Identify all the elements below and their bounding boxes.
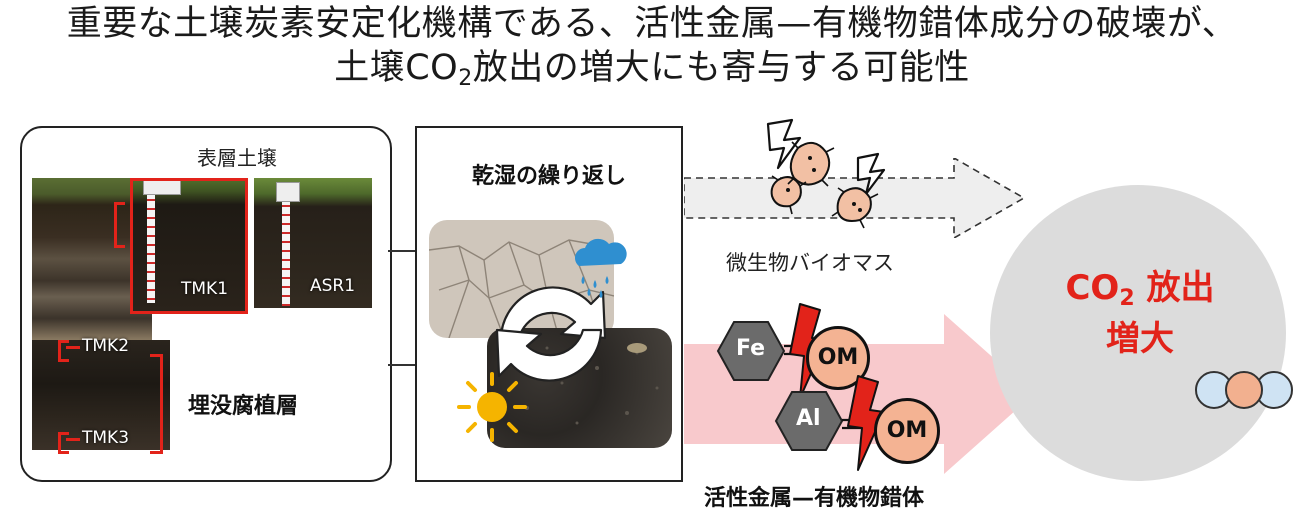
bracket-tmk3-tick: [66, 438, 80, 441]
co2-post: 放出: [1134, 268, 1215, 308]
rain-cloud-icon: [575, 238, 627, 298]
soil-profile-panel: 表層土壌 TMK1 ASR1 TMK2 TMK3 埋没腐植層: [20, 126, 392, 482]
connector-bottom: [388, 364, 416, 366]
title-line-2: 土壌CO2放出の増大にも寄与する可能性: [0, 46, 1304, 101]
sun-icon: [457, 372, 527, 442]
co2-emission-text: CO2 放出 増大: [1040, 268, 1240, 359]
soil-profile-photo-tmk1: TMK1: [130, 178, 248, 314]
title-line-1: 重要な土壌炭素安定化機構である、活性金属—有機物錯体成分の破壊が、: [66, 4, 1238, 44]
ruler-tmk1: [147, 183, 155, 303]
fe-label: Fe: [736, 336, 766, 361]
label-board-asr1: [276, 182, 300, 202]
leaf-debris: [627, 343, 647, 353]
om-circle-1: OM: [806, 326, 870, 390]
surface-soil-label: 表層土壌: [197, 146, 277, 170]
bracket-buried-layer: [150, 354, 163, 454]
tmk3-label: TMK3: [82, 428, 130, 448]
title-line-2-sub: 2: [458, 66, 473, 91]
soil-profile-photo-asr1: ASR1: [254, 178, 372, 308]
microbial-biomass-label: 微生物バイオマス: [726, 251, 894, 275]
al-label: Al: [796, 406, 821, 431]
al-hexagon-icon: [774, 391, 844, 451]
fe-hexagon-icon: [716, 321, 786, 381]
bracket-tmk2: [58, 340, 69, 362]
wet-dry-panel: 乾湿の繰り返し: [415, 126, 683, 482]
co2-pre: CO: [1065, 268, 1120, 308]
metal-organic-complex-label: 活性金属—有機物錯体: [704, 486, 925, 511]
co2-sub: 2: [1119, 286, 1135, 311]
cycle-arrows-icon: [495, 286, 607, 382]
co2-line-2: 増大: [1106, 319, 1174, 359]
tmk1-label: TMK1: [181, 279, 229, 299]
tmk2-label: TMK2: [82, 336, 130, 356]
bracket-tmk2-tick: [66, 346, 80, 349]
co2-molecule-icon: [1195, 371, 1293, 409]
co2-line-1: CO2 放出: [1040, 268, 1240, 319]
co2-emission-circle: [990, 185, 1286, 481]
asr1-label: ASR1: [310, 276, 356, 296]
om-circle-2: OM: [874, 398, 940, 464]
soil-profile-photo-buried: [32, 340, 170, 450]
title-line-2-post: 放出の増大にも寄与する可能性: [472, 48, 970, 88]
bracket-tmk1: [114, 202, 125, 248]
microbes-icon: [766, 118, 886, 229]
ruler-asr1: [282, 198, 290, 306]
al-lightning-icon: [842, 375, 885, 471]
label-board-tmk1: [143, 181, 181, 195]
wet-dry-title: 乾湿の繰り返し: [471, 164, 626, 189]
connector-top: [388, 250, 416, 252]
title-line-2-pre: 土壌CO: [334, 48, 459, 88]
buried-humus-label: 埋没腐植層: [188, 394, 299, 419]
bracket-tmk3: [58, 432, 69, 454]
